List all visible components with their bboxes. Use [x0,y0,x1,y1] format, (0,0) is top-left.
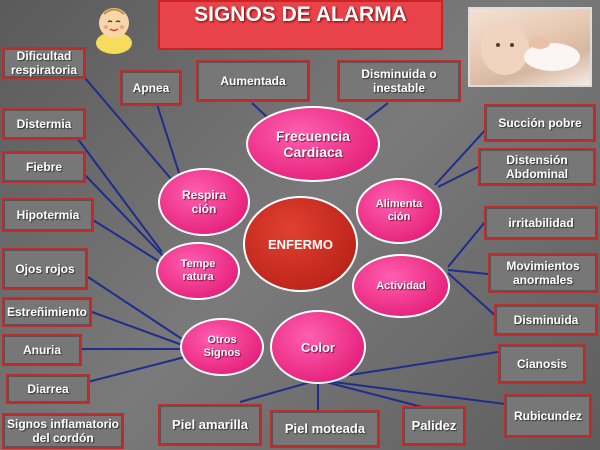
box-succion-pobre: Succión pobre [484,104,596,142]
box-cianosis: Cianosis [498,344,586,384]
box-aumentada: Aumentada [196,60,310,102]
box-piel-amarilla: Piel amarilla [158,404,262,446]
box-rubicundez: Rubicundez [504,394,592,438]
box-hipotermia: Hipotermia [2,198,94,232]
node-color: Color [270,310,366,384]
node-frecuencia-cardiaca: Frecuencia Cardiaca [246,106,380,182]
node-temperatura: Tempe ratura [156,242,240,300]
baby-icon [96,8,132,54]
box-signos-inflamatorio: Signos inflamatorio del cordón [2,413,124,449]
box-disminuida: Disminuida [494,304,598,336]
node-enfermo: ENFERMO [243,196,358,292]
box-palidez: Palidez [402,406,466,446]
box-disminuida-inestable: Disminuida o inestable [337,60,461,102]
node-alimentacion: Alimenta ción [356,178,442,244]
node-respiracion: Respira ción [158,168,250,236]
box-piel-moteada: Piel moteada [270,410,380,448]
box-apnea: Apnea [120,70,182,106]
box-movimientos-anormales: Movimientos anormales [488,253,598,293]
box-diarrea: Diarrea [6,374,90,404]
box-distermia: Distermia [2,108,86,140]
box-fiebre: Fiebre [2,151,86,183]
box-anuria: Anuria [2,334,82,366]
node-actividad: Actividad [352,254,450,318]
baby-photo [468,7,592,87]
box-ojos-rojos: Ojos rojos [2,248,88,290]
page-title: SIGNOS DE ALARMA [158,0,443,50]
box-distension-abdominal: Distensión Abdominal [478,148,596,186]
box-estrenimiento: Estreñimiento [2,297,92,327]
node-otros-signos: Otros Signos [180,318,264,376]
box-irritabilidad: irritabilidad [484,206,598,240]
box-dificultad: Dificultad respiratoria [2,47,86,79]
